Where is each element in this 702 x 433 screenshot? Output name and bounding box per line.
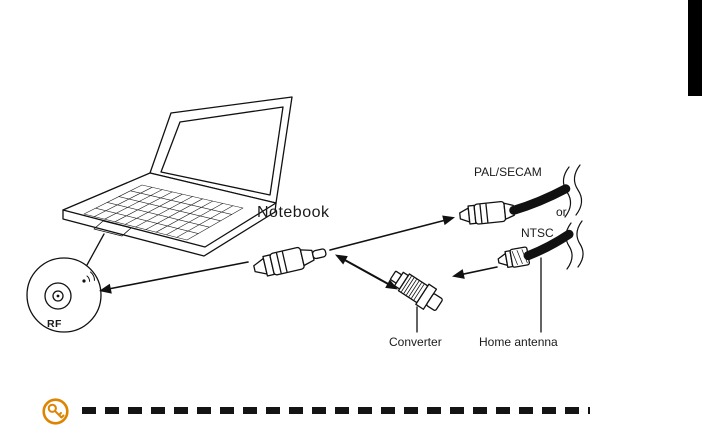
rf-port-callout (26, 257, 102, 333)
label-notebook: Notebook (257, 204, 330, 221)
page-edge-tab (688, 0, 702, 96)
double-arrow-converter (335, 254, 398, 290)
signal-icon (82, 279, 86, 283)
rf-callout-line (86, 233, 105, 266)
touchpad (93, 220, 132, 237)
converter-plug (390, 270, 443, 311)
keyboard-grid (83, 184, 244, 241)
notebook-cable-connector (253, 246, 327, 277)
label-rf-port: RF (47, 318, 62, 330)
label-or: or (556, 205, 567, 219)
label-home-antenna: Home antenna (479, 335, 558, 349)
arrow-antenna-to-converter (452, 266, 498, 279)
arrow-to-rf (99, 261, 249, 294)
arrow-to-pal-secam (329, 215, 455, 251)
key-icon (42, 398, 69, 425)
pal-secam-cable (459, 164, 583, 225)
label-converter: Converter (389, 335, 442, 349)
dashed-separator (82, 407, 590, 414)
cable-break-mark (565, 222, 573, 270)
notebook-illustration (62, 96, 293, 266)
label-pal-secam: PAL/SECAM (474, 165, 542, 179)
cable-break-mark (562, 166, 572, 218)
ntsc-cable (497, 220, 584, 270)
label-ntsc: NTSC (521, 226, 554, 240)
